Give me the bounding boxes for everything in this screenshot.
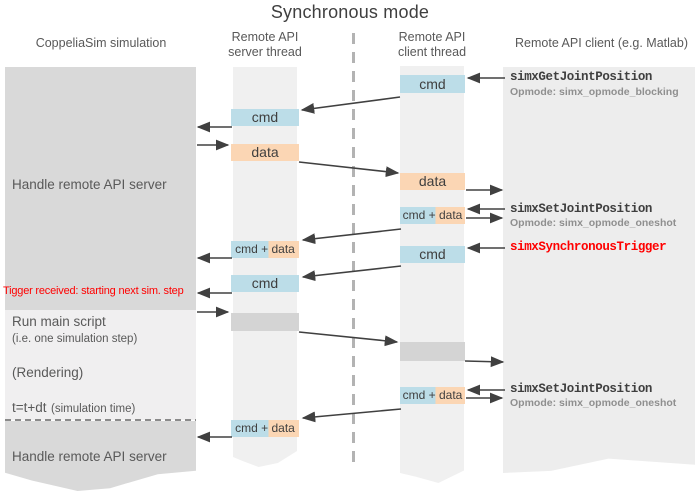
- column-header-server-thread: Remote API server thread: [210, 30, 320, 60]
- client-box-data: data: [400, 173, 465, 190]
- server-box-step: [231, 313, 299, 331]
- column-header-client-line2: client thread: [397, 45, 467, 59]
- message-arrow: [298, 331, 399, 347]
- column-header-coppeliasim: CoppeliaSim simulation: [35, 36, 167, 50]
- server-box-cmd-data-1: cmd + data: [231, 241, 299, 258]
- sim-label-time-sub: (simulation time): [50, 403, 136, 415]
- api-call-get-joint-position-opmode: Opmode: simx_opmode_blocking: [510, 86, 679, 98]
- diagram-title: Synchronous mode: [270, 2, 430, 22]
- server-thread-band: [233, 67, 297, 467]
- server-box-cmd-data-2: cmd + data: [231, 420, 299, 437]
- server-box-cmd-1: cmd: [231, 109, 299, 126]
- sim-label-time-row: t=t+dt (simulation time): [12, 399, 135, 417]
- message-arrow: [301, 228, 402, 245]
- coppeliasim-band-simulation-step: [5, 310, 196, 420]
- column-header-client-thread: Remote API client thread: [377, 30, 487, 60]
- sim-label-rendering: (Rendering): [12, 365, 84, 380]
- message-arrow: [298, 161, 400, 178]
- api-call-get-joint-position: simxGetJointPosition: [510, 70, 653, 84]
- sim-label-handle-server-top: Handle remote API server: [12, 177, 167, 192]
- column-header-api-client: Remote API client (e.g. Matlab): [515, 36, 688, 50]
- api-call-set-joint-position-1: simxSetJointPosition: [510, 202, 653, 216]
- column-header-client-line1: Remote API: [398, 30, 466, 44]
- api-call-set-joint-position-2: simxSetJointPosition: [510, 382, 653, 396]
- client-thread-band: [400, 66, 464, 483]
- client-box-cmd-data-1: cmd + data: [400, 207, 465, 224]
- api-call-set-joint-position-1-opmode: Opmode: simx_opmode_oneshot: [510, 217, 677, 229]
- sim-label-one-simulation-step: (i.e. one simulation step): [12, 333, 138, 345]
- server-box-data: data: [231, 144, 299, 161]
- sim-label-trigger-received: Tigger received: starting next sim. step: [3, 285, 184, 297]
- client-box-cmd-data-2: cmd + data: [400, 387, 465, 404]
- message-arrow: [301, 265, 402, 282]
- api-client-band: [503, 67, 695, 473]
- message-arrow: [464, 356, 505, 368]
- coppeliasim-band-top: [5, 67, 196, 310]
- column-header-server-line2: server thread: [228, 45, 302, 59]
- message-arrow: [301, 408, 402, 423]
- sim-label-run-main-script: Run main script: [12, 314, 106, 329]
- api-call-synchronous-trigger: simxSynchronousTrigger: [510, 240, 667, 254]
- column-header-server-line1: Remote API: [231, 30, 299, 44]
- client-box-cmd-2: cmd: [400, 246, 465, 263]
- client-box-cmd-1: cmd: [400, 75, 465, 93]
- client-box-step: [400, 342, 465, 361]
- message-arrow: [300, 96, 401, 114]
- sim-label-handle-server-bottom: Handle remote API server: [12, 449, 167, 464]
- sim-label-time: t=t+dt: [12, 400, 47, 415]
- server-box-cmd-2: cmd: [231, 275, 299, 292]
- api-call-set-joint-position-2-opmode: Opmode: simx_opmode_oneshot: [510, 397, 677, 409]
